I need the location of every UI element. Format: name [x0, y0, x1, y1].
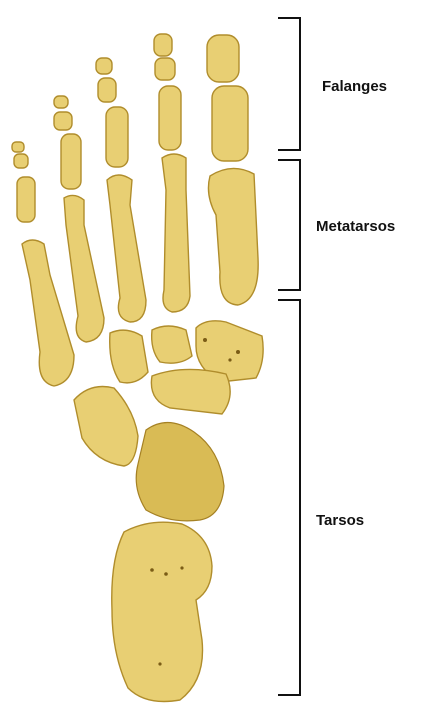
lateral-cuneiform: [110, 330, 148, 383]
big-toe-proximal-phalanx: [212, 86, 248, 161]
calcaneus: [112, 522, 212, 701]
fifth-toe-distal-phalanx: [12, 142, 24, 152]
metatarsals-bracket: [278, 160, 300, 290]
talus: [136, 422, 224, 520]
phalanges-label: Falanges: [322, 78, 387, 95]
intermediate-cuneiform: [152, 326, 192, 363]
fourth-toe-distal-phalanx: [54, 96, 68, 108]
third-toe-middle-phalanx: [98, 78, 116, 102]
phalanges-bracket: [278, 18, 300, 150]
third-metatarsal: [107, 175, 146, 322]
big-toe-distal-phalanx: [207, 35, 239, 82]
navicular: [151, 369, 230, 414]
fifth-toe-proximal-phalanx: [17, 177, 35, 222]
tarsals-bracket: [278, 300, 300, 695]
tarsals-label: Tarsos: [316, 512, 364, 529]
third-toe-proximal-phalanx: [106, 107, 128, 167]
fourth-toe-middle-phalanx: [54, 112, 72, 130]
second-toe-middle-phalanx: [155, 58, 175, 80]
metatarsals-label: Metatarsos: [316, 218, 395, 235]
first-metatarsal: [208, 168, 258, 305]
second-toe-proximal-phalanx: [159, 86, 181, 150]
fourth-metatarsal: [64, 195, 104, 342]
fourth-toe-proximal-phalanx: [61, 134, 81, 189]
third-toe-distal-phalanx: [96, 58, 112, 74]
second-toe-distal-phalanx: [154, 34, 172, 56]
fifth-toe-middle-phalanx: [14, 154, 28, 168]
fifth-metatarsal: [22, 240, 74, 386]
second-metatarsal: [162, 154, 190, 312]
cuboid: [74, 387, 138, 467]
tarsals-group: [74, 321, 263, 702]
